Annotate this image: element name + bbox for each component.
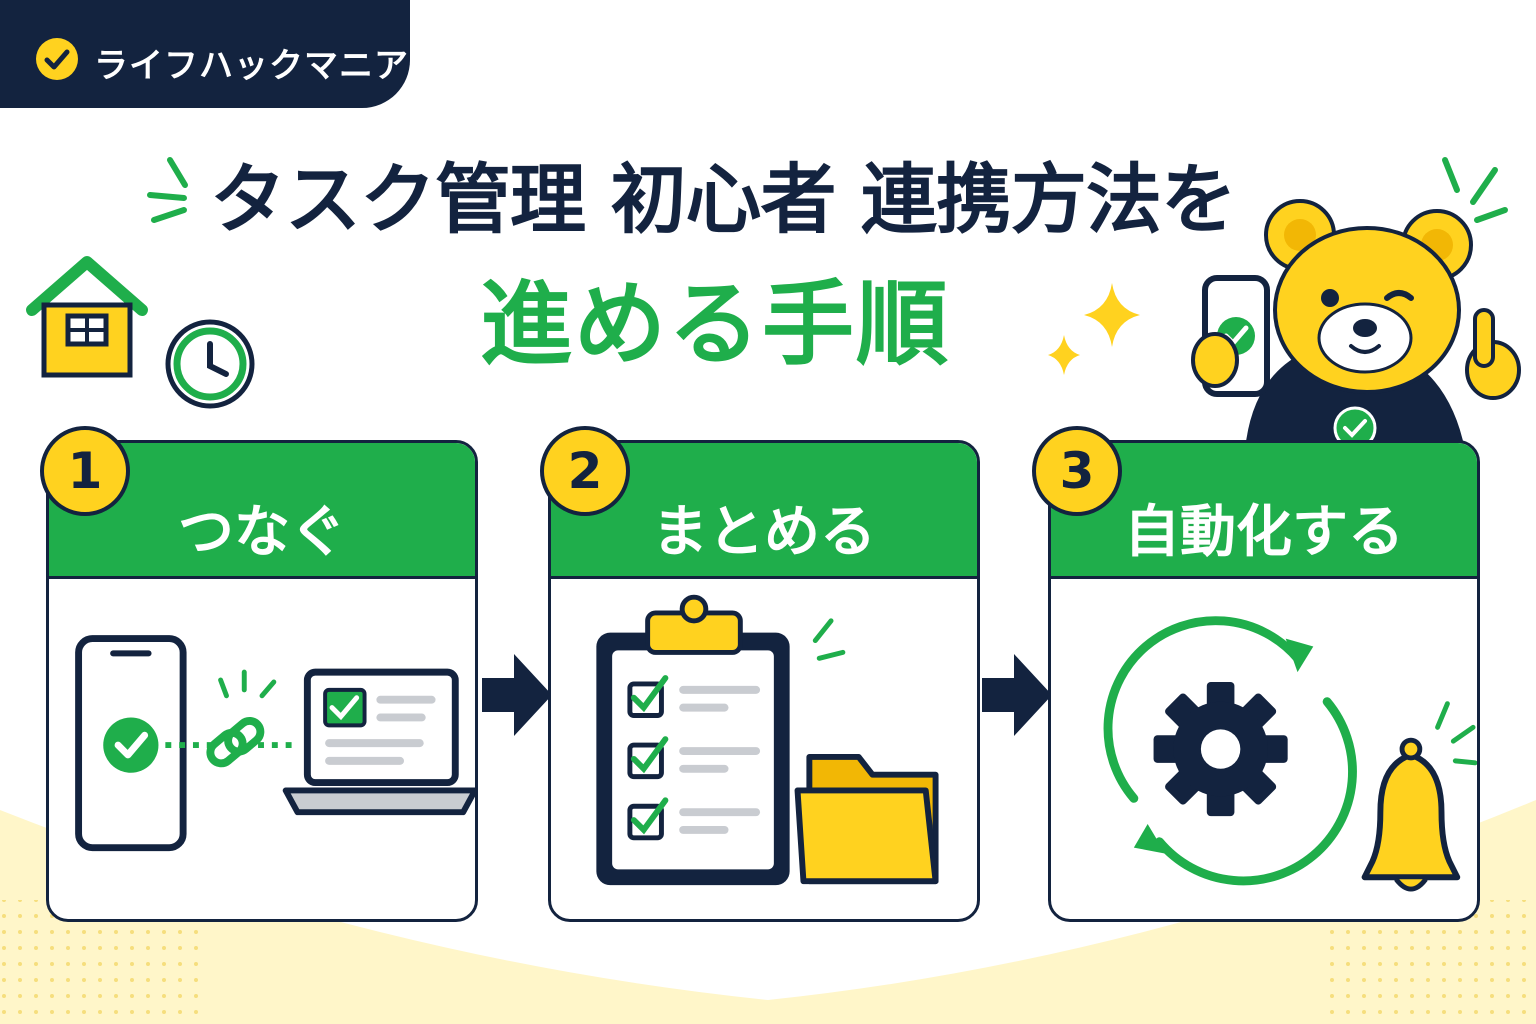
step-label: 自動化する xyxy=(1124,500,1404,565)
folder-icon xyxy=(794,753,939,885)
step-card-2: まとめる xyxy=(548,440,980,922)
step-number-badge: 2 xyxy=(540,426,630,516)
step-number-badge: 3 xyxy=(1032,426,1122,516)
link-icon xyxy=(165,669,296,768)
emphasis-lines-icon xyxy=(147,157,188,223)
check-circle-icon xyxy=(36,38,78,80)
smartphone-icon xyxy=(75,635,187,852)
step-illustration xyxy=(75,635,475,852)
arrow-right-icon xyxy=(982,654,1052,736)
step-illustration xyxy=(596,594,939,886)
page-subtitle: 進める手順 xyxy=(480,271,951,378)
laptop-icon xyxy=(282,668,475,816)
emphasis-lines-icon xyxy=(812,618,846,661)
clipboard-checklist-icon xyxy=(596,594,790,886)
step-label: つなぐ xyxy=(178,500,346,565)
gear-icon xyxy=(1153,681,1288,817)
step-illustration xyxy=(1103,616,1477,892)
clock-icon xyxy=(165,319,255,409)
bear-mascot xyxy=(1191,157,1521,450)
page-title: タスク管理 初心者 連携方法を xyxy=(210,155,1237,244)
brand-name: ライフハックマニア xyxy=(94,46,409,86)
brand-tag: ライフハックマニア xyxy=(0,0,410,108)
step-card-header: 自動化する xyxy=(1051,443,1477,579)
step-card-header: まとめる xyxy=(551,443,977,579)
step-number-badge: 1 xyxy=(40,426,130,516)
step-card-3: 自動化する xyxy=(1048,440,1480,922)
arrow-right-icon xyxy=(482,654,552,736)
step-card-1: つなぐ xyxy=(46,440,478,922)
sparkle-icon xyxy=(1048,283,1140,375)
house-icon xyxy=(26,256,148,378)
bell-icon xyxy=(1361,701,1477,892)
step-label: まとめる xyxy=(652,500,876,565)
refresh-cycle-icon xyxy=(1103,616,1357,886)
